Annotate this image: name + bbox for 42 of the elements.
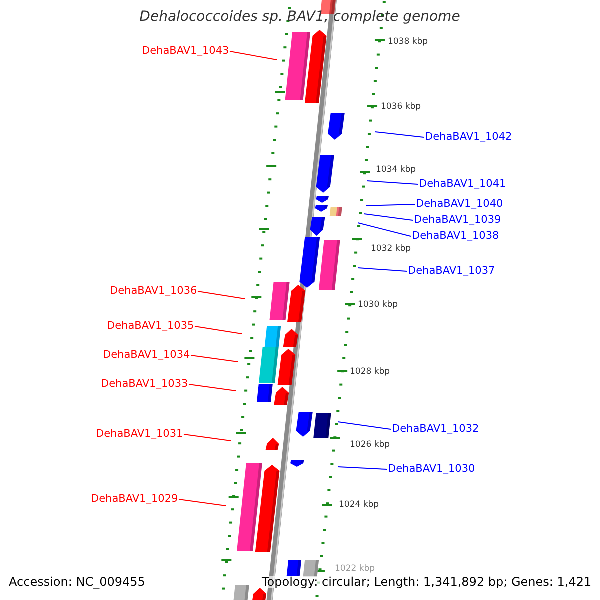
gene-label: DehaBAV1_1041	[419, 179, 506, 190]
leader-line	[364, 214, 414, 221]
gene-label: DehaBAV1_1032	[392, 424, 480, 434]
leader-line	[188, 384, 236, 392]
leader-line	[184, 434, 232, 442]
tick-label: 1032 kbp	[371, 245, 412, 254]
leader-line	[178, 499, 226, 506]
tick-label: 1038 kbp	[388, 38, 428, 46]
tick-label: 1030 kbp	[358, 301, 398, 310]
gene-label: DehaBAV1_1042	[425, 132, 512, 142]
gene-label: DehaBAV1_1030	[388, 464, 476, 474]
gene-label: DehaBAV1_1038	[412, 231, 500, 242]
tick-label: 1024 kbp	[339, 501, 380, 510]
tick-label: 1028 kbp	[350, 368, 390, 376]
leader-line	[366, 180, 418, 185]
tick-label: 1026 kbp	[350, 441, 390, 450]
leader-line	[374, 132, 424, 138]
leader-line	[366, 204, 416, 206]
leader-line	[338, 422, 392, 430]
gene-label: DehaBAV1_1031	[96, 429, 184, 440]
leader-line	[358, 222, 412, 237]
gene-label: DehaBAV1_1033	[101, 379, 188, 390]
gene-label: DehaBAV1_1029	[91, 494, 178, 504]
accession-text: Accession: NC_009455	[9, 576, 146, 588]
gene-label: DehaBAV1_1035	[107, 321, 194, 332]
gene-label: DehaBAV1_1040	[416, 199, 504, 210]
gene-label: DehaBAV1_1037	[408, 266, 496, 276]
leader-line	[194, 326, 242, 334]
gene-label: DehaBAV1_1043	[142, 46, 230, 56]
leader-line	[230, 51, 278, 60]
leader-line	[338, 466, 388, 470]
gene-label: DehaBAV1_1034	[103, 350, 190, 360]
leader-line	[358, 268, 408, 272]
map-title: Dehalococcoides sp. BAV1, complete genome	[138, 10, 462, 24]
gene-label: DehaBAV1_1039	[414, 215, 502, 226]
leader-line	[198, 291, 246, 300]
leader-line	[190, 355, 238, 362]
tick-label: 1034 kbp	[376, 166, 416, 174]
tick-label: 1022 kbp	[335, 565, 376, 574]
tick-label: 1036 kbp	[381, 103, 422, 112]
gene-label: DehaBAV1_1036	[110, 286, 198, 296]
genome-info-text: Topology: circular; Length: 1,341,892 bp; Genes: 1,421	[262, 576, 592, 588]
